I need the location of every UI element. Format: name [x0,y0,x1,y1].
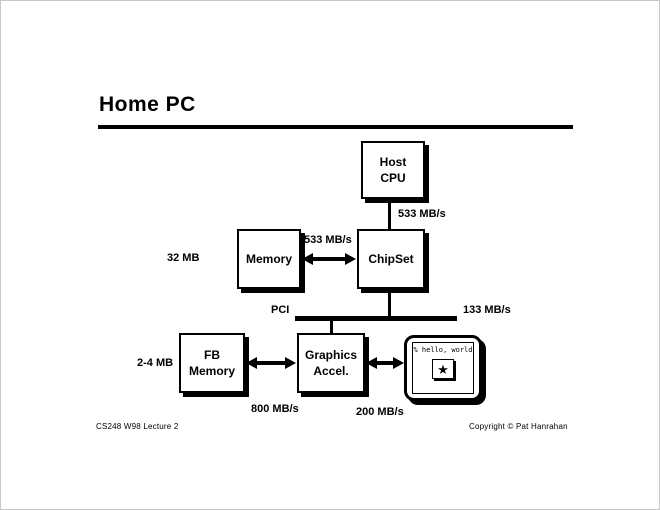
display-monitor-icon: % hello, world ★ [404,335,482,401]
label-bus-bandwidth: 133 MB/s [463,304,511,316]
connector-chipset-bus [388,289,391,317]
label-fb-bandwidth: 800 MB/s [251,403,299,415]
double-arrow-icon [246,357,296,369]
node-label: ChipSet [368,252,414,266]
label-pci-bus: PCI [271,304,290,316]
monitor-screen: % hello, world ★ [412,342,474,394]
node-label: Graphics [304,348,358,362]
node-fb-memory: FB Memory [179,333,245,393]
footer-copyright: Copyright © Pat Hanrahan [469,422,568,431]
node-label: FB [204,348,220,362]
star-icon: ★ [437,361,449,377]
label-cpu-chipset-bandwidth: 533 MB/s [398,208,446,220]
node-label: Memory [245,252,292,266]
node-host-cpu: Host CPU [361,141,425,199]
slide-title: Home PC [99,93,196,116]
terminal-text: % hello, world [413,346,473,354]
node-graphics-accel: Graphics Accel. [297,333,365,393]
double-arrow-icon [366,357,404,369]
node-label: Accel. [313,364,349,378]
connector-cpu-chipset [388,199,391,229]
double-arrow-icon [302,253,356,265]
title-underline [98,125,573,129]
node-label: Memory [188,364,235,378]
label-memory-size: 32 MB [167,252,200,264]
connector-bus-graphics [330,319,333,335]
node-label: Host [379,155,407,169]
label-memory-chipset-bandwidth: 533 MB/s [304,234,352,246]
node-memory: Memory [237,229,301,289]
pci-bus-line [295,316,457,321]
node-label: CPU [380,171,406,185]
label-fb-size: 2-4 MB [137,357,174,369]
star-window: ★ [432,359,454,379]
label-display-bandwidth: 200 MB/s [356,406,404,418]
footer-lecture: CS248 W98 Lecture 2 [96,422,179,431]
node-chipset: ChipSet [357,229,425,289]
